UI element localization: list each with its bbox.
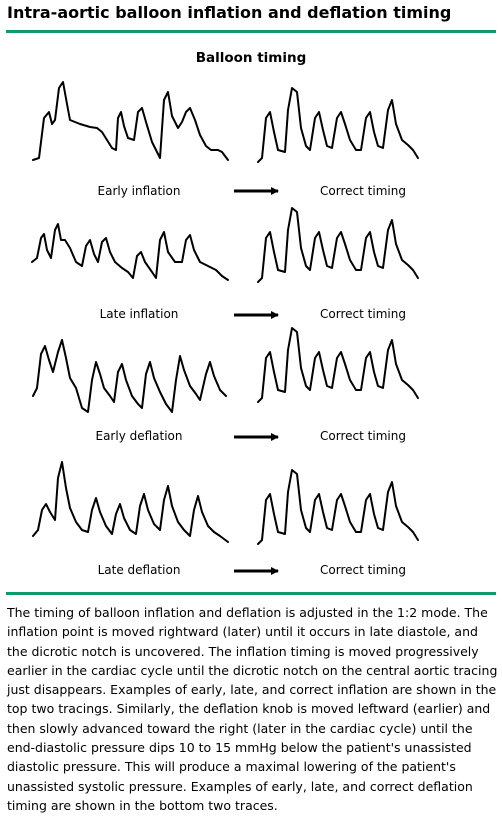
caption-divider bbox=[6, 592, 496, 595]
timing-diagram bbox=[31, 81, 419, 575]
waveform-late-deflation bbox=[32, 461, 229, 543]
label-late-inflation: Late inflation bbox=[99, 307, 179, 321]
waveform-correct-timing-2 bbox=[257, 207, 419, 283]
waveform-early-inflation bbox=[32, 81, 229, 161]
waveform-correct-timing-3 bbox=[257, 327, 419, 403]
label-correct-timing-3: Correct timing bbox=[320, 429, 406, 443]
label-correct-timing-4: Correct timing bbox=[320, 563, 406, 577]
page-title: Intra-aortic balloon inflation and defla… bbox=[7, 3, 452, 22]
title-divider bbox=[6, 30, 496, 33]
label-early-deflation: Early deflation bbox=[95, 429, 183, 443]
label-early-inflation: Early inflation bbox=[97, 184, 181, 198]
figure-subtitle: Balloon timing bbox=[195, 50, 307, 66]
label-late-deflation: Late deflation bbox=[97, 563, 181, 577]
figure-caption: The timing of balloon inflation and defl… bbox=[7, 605, 498, 813]
waveform-early-deflation bbox=[32, 339, 227, 413]
waveform-correct-timing-1 bbox=[257, 87, 419, 163]
label-correct-timing-1: Correct timing bbox=[320, 184, 406, 198]
label-correct-timing-2: Correct timing bbox=[320, 307, 406, 321]
waveform-late-inflation bbox=[31, 223, 229, 281]
waveform-correct-timing-4 bbox=[257, 469, 419, 545]
